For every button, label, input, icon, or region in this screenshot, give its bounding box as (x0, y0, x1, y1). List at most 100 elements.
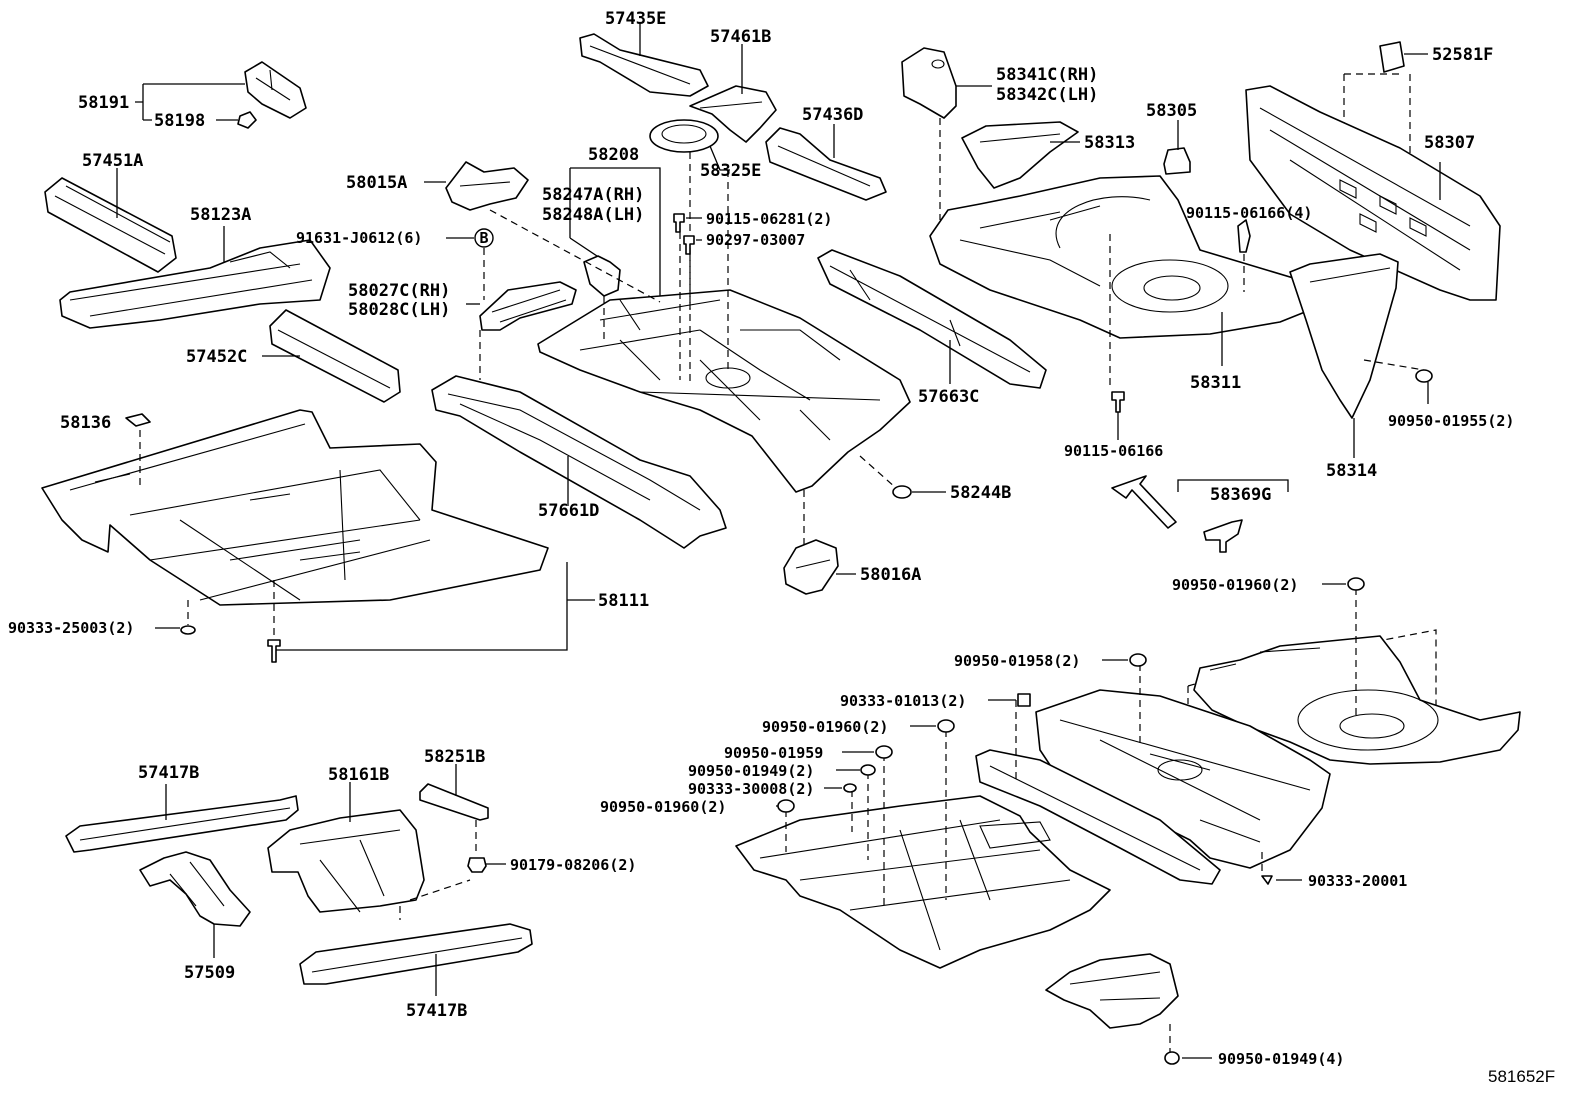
label-57509: 57509 (184, 963, 235, 983)
bracket-58313-drawing (961, 121, 1079, 189)
clip-90950-01949-2-drawing (860, 764, 876, 776)
plug-90333-20001-drawing (1261, 875, 1273, 885)
bracket-57461B-drawing (689, 85, 777, 143)
diagram-code: 581652F (1488, 1067, 1555, 1086)
bracket-58369G-drawing (1203, 519, 1243, 553)
label-58198: 58198 (154, 111, 205, 131)
plug-52581F-drawing (1379, 41, 1405, 73)
label-58342C: 58342C(LH) (996, 85, 1098, 105)
clip-90950-01955-drawing (1415, 369, 1433, 383)
plug-58244B-drawing (892, 485, 912, 499)
bracket-57436D-drawing (765, 127, 887, 201)
bracket-57435E-drawing (579, 33, 709, 97)
rail-58123A-drawing (59, 239, 331, 329)
label-90950-01959: 90950-01959 (724, 744, 823, 762)
label-58325E: 58325E (700, 161, 761, 181)
label-58191: 58191 (78, 93, 129, 113)
label-57461B: 57461B (710, 27, 771, 47)
bracket-58341C-drawing (901, 47, 957, 119)
rail-57663C-drawing (817, 249, 1047, 389)
bolt-90115-06281-drawing (673, 213, 685, 233)
rail-57452C-drawing (269, 309, 401, 403)
label-58247A: 58247A(RH) (542, 185, 644, 205)
labels: 57435E 57461B 58191 58198 57451A 58123A … (8, 9, 1555, 1086)
front-floor-pan-58111-drawing (41, 409, 549, 606)
bracket-58251B-drawing (419, 783, 489, 821)
label-58111: 58111 (598, 591, 649, 611)
label-57436D: 57436D (802, 105, 863, 125)
clip-90950-01960-top-drawing (1347, 577, 1365, 591)
label-90115-06281: 90115-06281(2) (706, 210, 832, 228)
member-58027C-drawing (479, 281, 577, 331)
label-90179-08206: 90179-08206(2) (510, 856, 636, 874)
plug-90333-30008-drawing (843, 783, 857, 793)
label-90333-30008: 90333-30008(2) (688, 780, 814, 798)
label-90950-01960-b: 90950-01960(2) (762, 718, 888, 736)
label-90115-06166-4: 90115-06166(4) (1186, 204, 1312, 222)
bracket-57509-drawing (139, 851, 251, 927)
label-58248A: 58248A(LH) (542, 205, 644, 225)
rail-57451A-drawing (44, 177, 177, 273)
bracket-58314-drawing (1289, 253, 1399, 419)
label-90333-20001: 90333-20001 (1308, 872, 1407, 890)
label-58314: 58314 (1326, 461, 1377, 481)
label-90297-03007: 90297-03007 (706, 231, 805, 249)
bolt-90115-06166-4-drawing (1237, 219, 1251, 253)
label-90950-01949-4: 90950-01949(4) (1218, 1050, 1344, 1068)
label-58251B: 58251B (424, 747, 485, 767)
floor-crossmember-drawing (1045, 953, 1179, 1029)
label-57663C: 57663C (918, 387, 979, 407)
label-58311: 58311 (1190, 373, 1241, 393)
cap-58136-drawing (125, 413, 151, 427)
label-58123A: 58123A (190, 205, 251, 225)
label-90950-01960-c: 90950-01960(2) (600, 798, 726, 816)
label-58369G: 58369G (1210, 485, 1271, 505)
floor-assembly-front-drawing (735, 795, 1111, 969)
rail-57417B-lower-drawing (299, 923, 533, 985)
plug-58325E-drawing (649, 119, 719, 153)
label-58305: 58305 (1146, 101, 1197, 121)
label-52581F: 52581F (1432, 45, 1493, 65)
label-58028C: 58028C(LH) (348, 300, 450, 320)
label-90333-01013: 90333-01013(2) (840, 692, 966, 710)
clip-90950-01958-drawing (1129, 653, 1147, 667)
label-58307: 58307 (1424, 133, 1475, 153)
label-90950-01949-2: 90950-01949(2) (688, 762, 814, 780)
bolt-90297-drawing (683, 235, 695, 255)
clip-90950-01960-mid-drawing (937, 719, 955, 733)
floor-assembly-center-drawing (1035, 689, 1331, 869)
label-58244B: 58244B (950, 483, 1011, 503)
reference-marker-B: B (474, 228, 494, 248)
nut-90179-drawing (467, 857, 487, 873)
label-90115-06166: 90115-06166 (1064, 442, 1163, 460)
label-58313: 58313 (1084, 133, 1135, 153)
bracket-58161B-drawing (267, 809, 425, 913)
label-90950-01958: 90950-01958(2) (954, 652, 1080, 670)
label-57661D: 57661D (538, 501, 599, 521)
label-90950-01955: 90950-01955(2) (1388, 412, 1514, 430)
bolt-90333-drawing (267, 639, 281, 663)
plug-90333-01013-drawing (1017, 693, 1031, 707)
direction-arrow (1111, 475, 1177, 529)
rail-57417B-upper-drawing (65, 795, 299, 853)
side-member-57661D-drawing (431, 375, 727, 549)
label-57435E: 57435E (605, 9, 666, 29)
bolt-90115-06166-drawing (1111, 391, 1125, 413)
floor-side-rail-drawing (975, 749, 1221, 885)
label-58341C: 58341C(RH) (996, 65, 1098, 85)
label-58027C: 58027C(RH) (348, 281, 450, 301)
label-90333-25003: 90333-25003(2) (8, 619, 134, 637)
clip-90950-01959-drawing (875, 745, 893, 759)
bracket-58247A-drawing (583, 255, 621, 297)
label-57451A: 57451A (82, 151, 143, 171)
reference-marker-B-letter: B (479, 229, 488, 247)
label-57417B-lower: 57417B (406, 1001, 467, 1021)
bracket-58305-drawing (1163, 147, 1191, 175)
clip-90950-01960-low-drawing (777, 799, 795, 813)
bracket-58015A-drawing (445, 161, 529, 211)
label-57452C: 57452C (186, 347, 247, 367)
label-58161B: 58161B (328, 765, 389, 785)
label-58136: 58136 (60, 413, 111, 433)
label-91631-J0612: 91631-J0612(6) (296, 229, 422, 247)
